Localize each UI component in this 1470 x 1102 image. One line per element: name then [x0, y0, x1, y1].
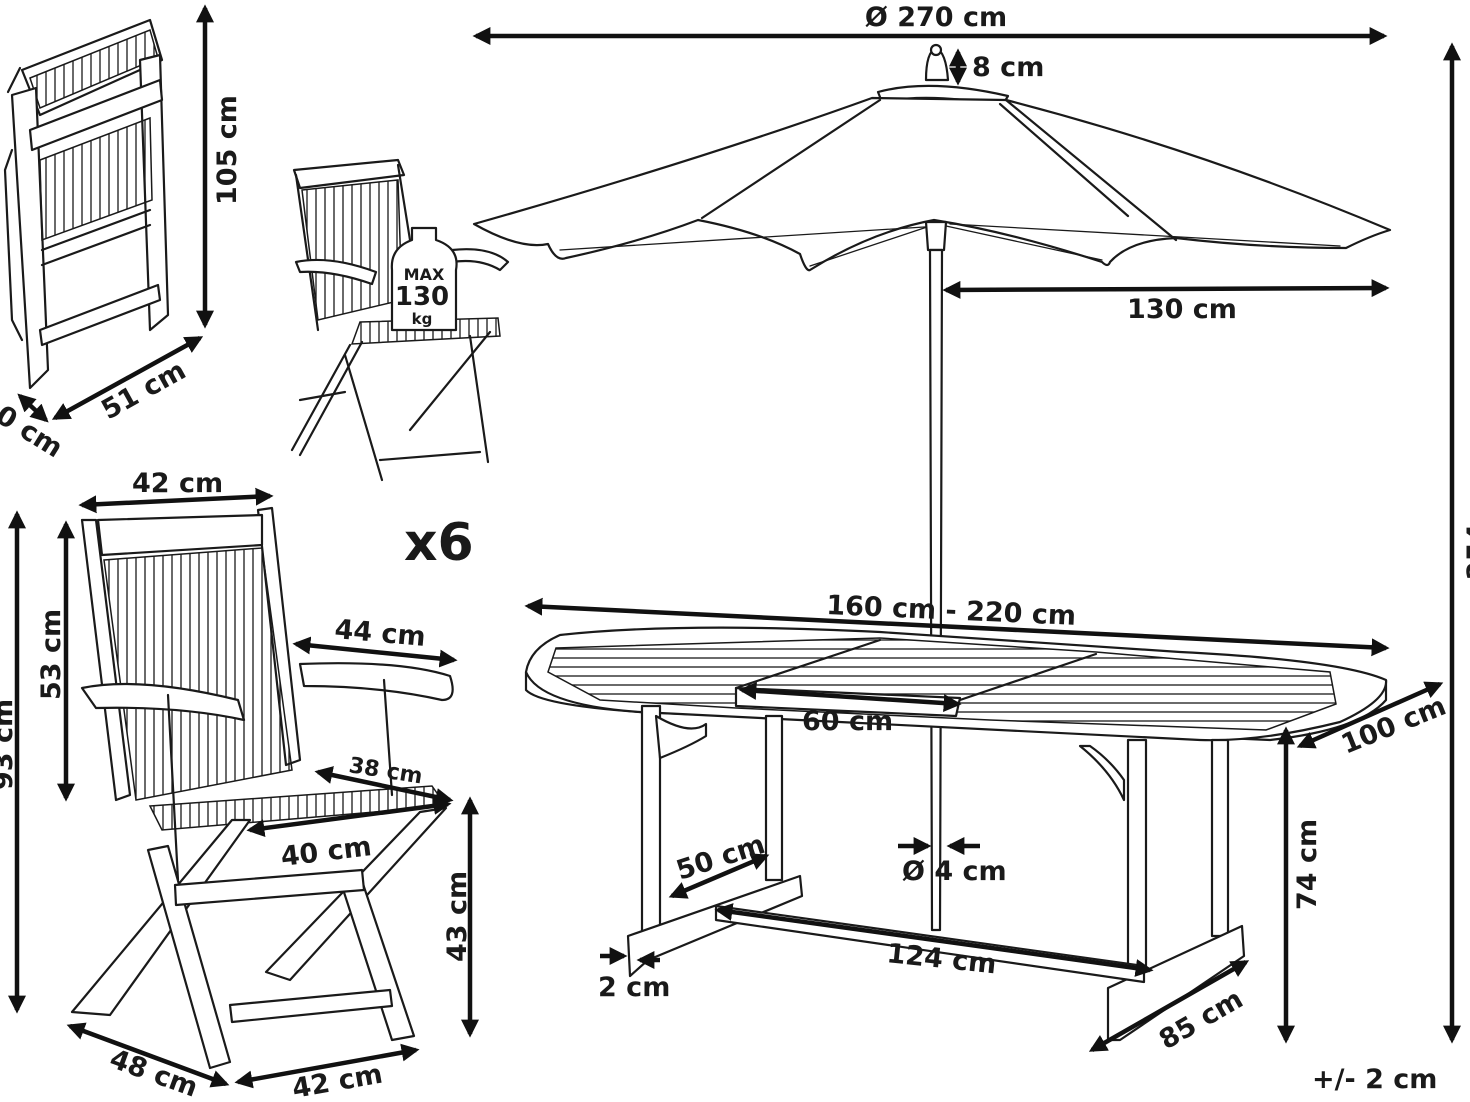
chair-seat-height-dimension: 43 cm	[442, 796, 479, 1038]
folded-chair-depth-dimension: 10 cm	[0, 390, 68, 465]
chair-backrest-width-label: 42 cm	[132, 468, 223, 499]
armchair	[70, 506, 454, 1070]
umbrella-rib-label: 130 cm	[1127, 294, 1237, 325]
max-load-label: MAX	[404, 265, 445, 284]
table-foot-thickness-label: 2 cm	[598, 972, 670, 1003]
folded-chair	[3, 18, 170, 390]
umbrella-rib-dimension: 130 cm	[942, 279, 1390, 325]
umbrella	[472, 43, 1392, 932]
table-height-dimension: 74 cm	[1277, 726, 1323, 1044]
chair-total-height-dimension: 93 cm	[0, 510, 26, 1014]
chair-total-height-label: 93 cm	[0, 699, 19, 790]
table-pole-diameter-dimension: Ø 4 cm	[898, 837, 1007, 887]
pole-diameter-label: Ø 4 cm	[902, 856, 1007, 887]
folded-chair-height-dimension: 105 cm	[196, 4, 243, 329]
umbrella-height-dimension: 254 cm	[1443, 42, 1470, 1044]
folded-chair-width-dimension: 51 cm	[51, 336, 204, 426]
chair-armrest-dimension: 44 cm	[292, 614, 458, 668]
umbrella-diameter-label: Ø 270 cm	[865, 2, 1007, 33]
folded-chair-width-label: 51 cm	[96, 355, 191, 426]
table-extension-label: 60 cm	[802, 706, 893, 737]
umbrella-finial-label: 8 cm	[972, 52, 1044, 83]
chair-base-width-dimension: 42 cm	[234, 1043, 420, 1102]
umbrella-finial-dimension: 8 cm	[949, 48, 1044, 86]
umbrella-height-label: 254 cm	[1462, 470, 1470, 580]
table-leg-gap-dimension: 50 cm	[668, 829, 770, 899]
chair-backrest-height-dimension: 53 cm	[36, 520, 75, 802]
folded-chair-height-label: 105 cm	[212, 95, 243, 205]
umbrella-diameter-dimension: Ø 270 cm	[472, 2, 1388, 45]
chair-quantity-label: x6	[404, 513, 474, 573]
chair-seat-height-label: 43 cm	[442, 871, 473, 962]
chair-backrest-height-label: 53 cm	[36, 609, 67, 700]
chair-base-depth-label: 48 cm	[106, 1043, 202, 1102]
table-height-label: 74 cm	[1292, 819, 1323, 910]
max-load-value: 130	[395, 282, 449, 312]
max-load-unit: kg	[412, 310, 433, 328]
table-leg-gap-label: 50 cm	[673, 829, 769, 887]
table-foot-thickness-dimension: 2 cm	[598, 947, 670, 1003]
chair-base-width-label: 42 cm	[290, 1059, 385, 1102]
chair-seat-width-label: 40 cm	[279, 831, 373, 873]
tolerance-note: +/- 2 cm	[1312, 1064, 1437, 1095]
table-length-label: 160 cm - 220 cm	[826, 590, 1077, 632]
weight-icon: MAX 130 kg	[390, 226, 458, 332]
load-chair	[290, 158, 510, 482]
table-extension-dimension: 60 cm	[738, 681, 962, 737]
chair-backrest-width-dimension: 42 cm	[78, 468, 274, 514]
folded-chair-depth-label: 10 cm	[0, 390, 68, 465]
